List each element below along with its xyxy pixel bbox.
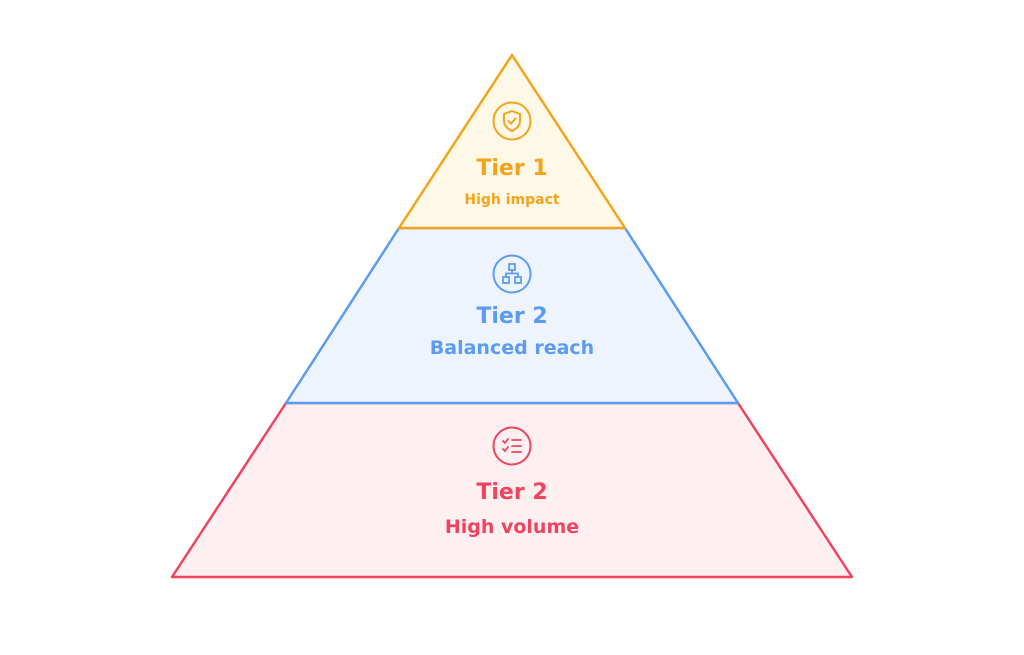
tier-2-subtitle: Balanced reach [429, 337, 595, 359]
tier-3-title: Tier 2 [476, 480, 548, 505]
shield-check-icon [492, 101, 532, 141]
tier-2-title: Tier 2 [476, 304, 548, 329]
tier-3-subtitle: High volume [444, 516, 580, 538]
checklist-icon [492, 426, 532, 466]
tier-1-band [397, 53, 627, 230]
tier-1-subtitle: High impact [464, 192, 560, 208]
tier-1-title: Tier 1 [476, 156, 548, 181]
hierarchy-icon [492, 254, 532, 294]
